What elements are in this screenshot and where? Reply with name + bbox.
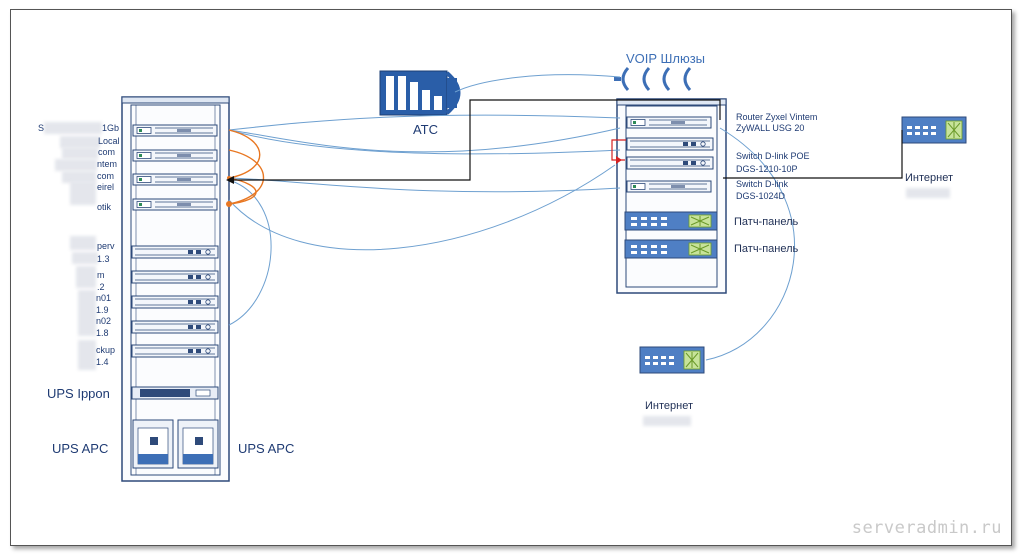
redacted-name bbox=[76, 266, 96, 288]
internet-bottom-redacted bbox=[643, 416, 691, 426]
router-label-2: ZyWALL USG 20 bbox=[736, 123, 805, 133]
link-router-internet-bottom bbox=[705, 127, 795, 361]
link-pbx-voip bbox=[454, 74, 621, 93]
server-label: ckup bbox=[96, 345, 116, 355]
patch-panel-label-2: Патч-панель bbox=[734, 243, 799, 255]
redacted-name bbox=[55, 159, 97, 171]
links bbox=[228, 74, 903, 361]
patch-panel-1-device bbox=[624, 211, 718, 231]
server-5 bbox=[131, 245, 219, 259]
switch-label-1: Switch D-link bbox=[736, 179, 789, 189]
internet-modem-top bbox=[901, 116, 967, 144]
router-label-1: Router Zyxel Vintem bbox=[736, 112, 818, 122]
internet-modem-bottom bbox=[639, 346, 705, 374]
watermark: serveradmin.ru bbox=[851, 518, 1002, 538]
server-7 bbox=[131, 295, 219, 309]
ups-apc-left-label: UPS APC bbox=[52, 441, 109, 456]
ups-ippon-label: UPS Ippon bbox=[47, 386, 110, 401]
server-label: 1.3 bbox=[97, 254, 110, 264]
link-srv8-loop bbox=[228, 179, 272, 326]
redacted-name bbox=[78, 290, 96, 336]
redacted-name bbox=[62, 171, 96, 183]
server-label: com bbox=[98, 147, 116, 157]
server-label: n02 bbox=[96, 316, 112, 326]
link-black-main bbox=[229, 99, 721, 181]
link-orange-2 bbox=[228, 149, 265, 205]
server-6 bbox=[131, 270, 219, 284]
patch-panel-label-1: Патч-панель bbox=[734, 216, 799, 228]
redacted-name bbox=[78, 340, 96, 370]
switch-2-device bbox=[626, 180, 712, 193]
server-label: eirel bbox=[97, 182, 115, 192]
server-3 bbox=[132, 173, 218, 186]
switch-device bbox=[626, 156, 714, 170]
link-srv1-switch bbox=[228, 129, 621, 155]
left-rack bbox=[121, 96, 230, 482]
poe-switch-device bbox=[626, 137, 714, 151]
link-switch-internet-top bbox=[723, 130, 903, 179]
redacted-name bbox=[70, 181, 96, 205]
voip-label: VOIP Шлюзы bbox=[626, 51, 705, 66]
server-label: m bbox=[97, 270, 105, 280]
server-label: com bbox=[97, 171, 115, 181]
server-label: 1Gb bbox=[102, 123, 120, 133]
pbx-device bbox=[379, 70, 461, 116]
server-4 bbox=[132, 198, 218, 211]
server-label: S bbox=[38, 123, 45, 133]
pbx-label: АТС bbox=[413, 122, 438, 137]
server-label: 1.9 bbox=[96, 305, 109, 315]
ups-ippon-device bbox=[131, 386, 219, 400]
poe-switch-label-1: Switch D-link POE bbox=[736, 151, 810, 161]
redacted-name bbox=[72, 252, 98, 264]
server-1 bbox=[132, 124, 218, 137]
right-rack bbox=[616, 98, 727, 294]
server-label: Local bbox=[98, 136, 120, 146]
server-9 bbox=[131, 344, 219, 358]
router-device bbox=[626, 116, 712, 129]
link-srv4-poe bbox=[228, 164, 616, 251]
internet-top-label: Интернет bbox=[905, 172, 953, 184]
internet-top-redacted bbox=[906, 188, 950, 198]
ups-apc-left-device bbox=[132, 419, 174, 469]
server-8 bbox=[131, 320, 219, 334]
link-srv1-router-2 bbox=[228, 114, 621, 131]
patch-panel-2-device bbox=[624, 239, 718, 259]
server-label: .2 bbox=[97, 282, 105, 292]
switch-label-2: DGS-1024D bbox=[736, 191, 786, 201]
server-label: n01 bbox=[96, 293, 112, 303]
poe-switch-label-2: DGS-1210-10P bbox=[736, 164, 798, 174]
server-label: otik bbox=[97, 202, 112, 212]
redacted-name bbox=[70, 236, 96, 250]
server-label: 1.8 bbox=[96, 328, 109, 338]
server-2 bbox=[132, 149, 218, 162]
server-label: ntem bbox=[97, 159, 118, 169]
link-srv1-router bbox=[228, 127, 621, 153]
server-label: perv bbox=[97, 241, 115, 251]
link-orange-1 bbox=[228, 129, 261, 179]
ups-apc-right-device bbox=[177, 419, 219, 469]
ups-apc-right-label: UPS APC bbox=[238, 441, 295, 456]
redacted-name bbox=[44, 122, 102, 134]
redacted-name bbox=[60, 136, 100, 148]
voip-gateways bbox=[621, 66, 692, 92]
internet-bottom-label: Интернет bbox=[645, 400, 693, 412]
server-label: 1.4 bbox=[96, 357, 109, 367]
redacted-name bbox=[62, 147, 98, 159]
